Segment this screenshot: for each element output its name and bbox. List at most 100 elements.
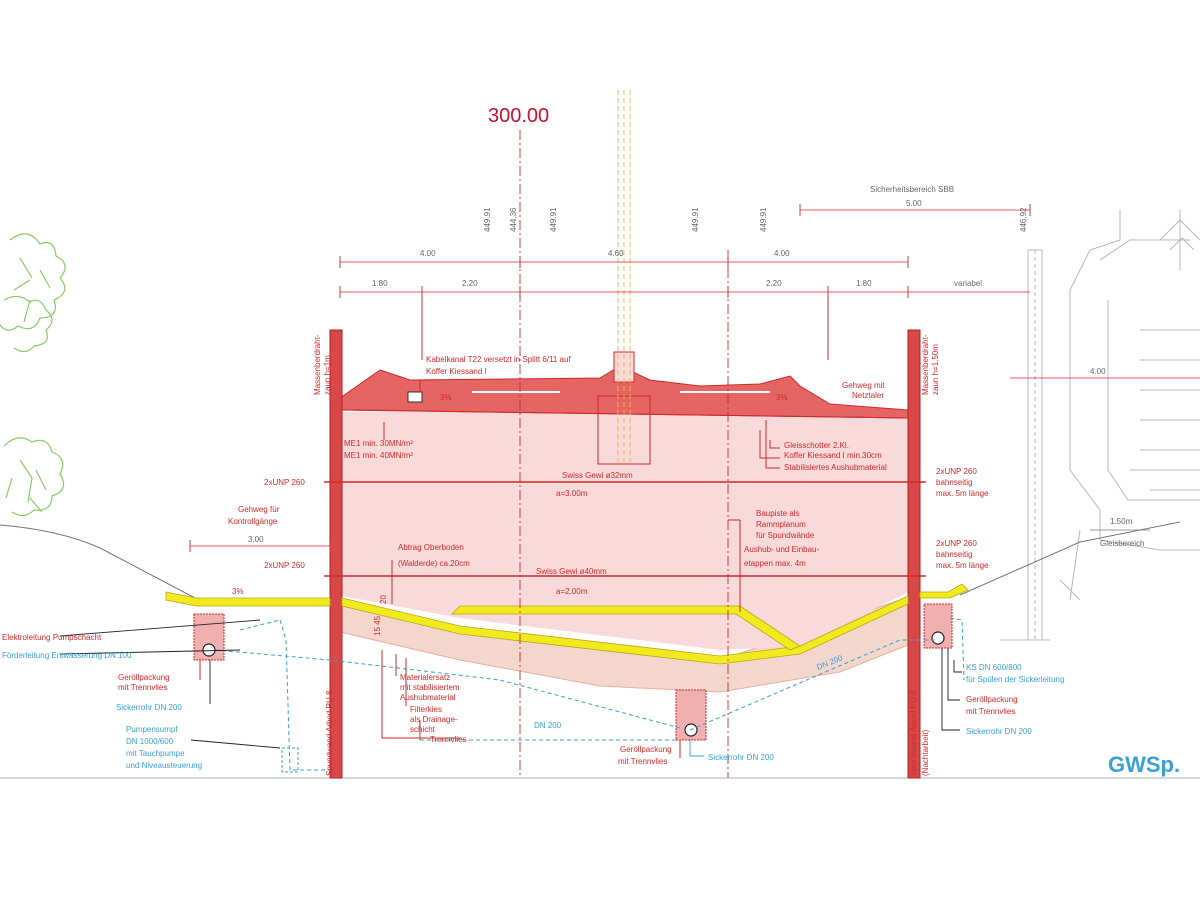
- label-stabilized: Stabilisiertes Aushubmaterial: [784, 463, 887, 472]
- grid-axes: [519, 130, 729, 778]
- sheet-pile-left: [329, 329, 343, 779]
- label-walkway-control: Gehweg für: [238, 505, 280, 514]
- label-fleece: Trennvlies: [430, 735, 467, 744]
- sub-span-2: 2.20: [462, 279, 478, 288]
- label-conveying: Förderleitung Entwässerung DN 100: [2, 651, 132, 660]
- label-slope-top-left: 3%: [440, 393, 452, 402]
- cable-channel-box: [407, 391, 423, 403]
- label-unp-upper-right-2: bahnseitig: [936, 478, 972, 487]
- sub-span-4: 1.80: [856, 279, 872, 288]
- label-filter-2: als Drainage-: [410, 715, 458, 724]
- label-sheet-right-2: (Nachtarbeit): [921, 729, 930, 776]
- label-gewi-upper-spacing: a=3.00m: [556, 489, 588, 498]
- label-unp-upper-left: 2xUNP 260: [264, 478, 305, 487]
- gravel-pack-left: [193, 613, 225, 661]
- drain-pipes: [214, 617, 965, 771]
- label-gleisschotter: Gleisschotter 2.Kl.: [784, 441, 849, 450]
- layer-1545: 15 45: [373, 615, 382, 636]
- label-gravel-right-2: mit Trennvlies: [966, 707, 1015, 716]
- label-sheet-left: Spundwand Arbed PU 8: [325, 690, 334, 776]
- label-unp-lower-right: 2xUNP 260: [936, 539, 977, 548]
- train-outline: [1000, 210, 1200, 641]
- safety-zone-value: 5.00: [906, 199, 922, 208]
- dimension-chains: [189, 204, 1200, 552]
- label-electric: Elektroleitung Pumpschacht: [2, 633, 102, 642]
- sub-span-5: variabel: [954, 279, 982, 288]
- label-gravel-left: Geröllpackung: [118, 673, 170, 682]
- mast-grid-lines: [617, 90, 631, 462]
- label-excavation-2: etappen max. 4m: [744, 559, 806, 568]
- label-gravel-mid-2: mit Trennvlies: [618, 757, 667, 766]
- backfill-zone: [342, 412, 908, 650]
- company-logo: GWSp.: [1108, 752, 1180, 777]
- label-slope-left: 3%: [232, 587, 244, 596]
- label-dn200-a: DN 200: [534, 721, 562, 730]
- label-sheet-right: Spundwand Arbed PU 8: [909, 690, 918, 776]
- label-drain-right: Sickerrohr DN 200: [966, 727, 1032, 736]
- elevation-1: 449.91: [483, 207, 492, 232]
- label-topsoil: Abtrag Oberboden: [398, 543, 464, 552]
- label-fence-left-2: zaun h=1m: [323, 355, 332, 395]
- label-gewi-upper: Swiss Gewi ø32mm: [562, 471, 633, 480]
- label-gravel-left-2: mit Trennvlies: [118, 683, 167, 692]
- label-walkway-control-2: Kontrollgänge: [228, 517, 278, 526]
- label-topsoil-2: (Walderde) ca.20cm: [398, 559, 470, 568]
- label-filter: Filterkies: [410, 705, 442, 714]
- label-slope-top-right: 3%: [776, 393, 788, 402]
- label-material-fill-2: mit stabilisiertem: [400, 683, 460, 692]
- elevation-2: 444.36: [509, 207, 518, 232]
- track-distance: 4.00: [1090, 367, 1106, 376]
- label-baupiste: Baupiste als: [756, 509, 800, 518]
- pump-sump: [281, 747, 299, 773]
- label-fence-right-2: zaun h=1.50m: [931, 344, 940, 395]
- walkway-left-yellow: [165, 591, 331, 607]
- leader-lines: [59, 296, 962, 758]
- elevation-5: 449.91: [759, 207, 768, 232]
- terrain-left-line: [0, 524, 196, 599]
- label-unp-lower-right-3: max. 5m länge: [936, 561, 989, 570]
- label-material-fill: Materialersatz: [400, 673, 450, 682]
- label-drain-left: Sickerrohr DN 200: [116, 703, 182, 712]
- span-3: 4.00: [774, 249, 790, 258]
- walkway-left-width: 3.00: [248, 535, 264, 544]
- label-cable-channel: Kabelkanal T22 versetzt in Splitt 6/11 a…: [426, 355, 571, 364]
- label-unp-upper-right: 2xUNP 260: [936, 467, 977, 476]
- layer-20: 20: [379, 595, 388, 604]
- track-area: Gleisbereich: [1100, 539, 1144, 548]
- label-walkway-net-2: Netztaler: [852, 391, 884, 400]
- label-ks-2: für Spülen der Sickerleitung: [966, 675, 1064, 684]
- track-width: 1.50m: [1110, 517, 1133, 526]
- sheet-pile-right: [907, 329, 921, 779]
- walkway-right-yellow: [919, 583, 969, 599]
- label-me1-b: ME1 min. 40MN/m²: [344, 451, 413, 460]
- elevation-3: 449.91: [549, 207, 558, 232]
- label-gewi-lower-spacing: a=2.00m: [556, 587, 588, 596]
- label-unp-upper-right-3: max. 5m länge: [936, 489, 989, 498]
- elevation-6: 446.92: [1019, 207, 1028, 232]
- label-unp-lower-left: 2xUNP 260: [264, 561, 305, 570]
- label-pump: Pumpensumpf: [126, 725, 178, 734]
- sub-span-3: 2.20: [766, 279, 782, 288]
- label-ks: KS DN 600/800: [966, 663, 1022, 672]
- span-2: 4.60: [608, 249, 624, 258]
- tree-upper-left-icon: [0, 233, 66, 353]
- label-drain-mid: Sickerrohr DN 200: [708, 753, 774, 762]
- label-filter-3: schicht: [410, 725, 436, 734]
- span-1: 4.00: [420, 249, 436, 258]
- label-pump-2: DN 1000/600: [126, 737, 174, 746]
- label-unp-lower-right-2: bahnseitig: [936, 550, 972, 559]
- label-koffer: Koffer Kiessand I min.30cm: [784, 451, 882, 460]
- label-baupiste-3: für Spundwände: [756, 531, 815, 540]
- topsoil-layer-yellow: [341, 595, 909, 665]
- label-baupiste-2: Rammplanum: [756, 520, 806, 529]
- label-gewi-lower: Swiss Gewi ø40mm: [536, 567, 607, 576]
- label-excavation: Aushub- und Einbau-: [744, 545, 820, 554]
- label-fence-left: Massenberdraht-: [313, 334, 322, 395]
- gravel-pack-right: [923, 603, 953, 649]
- label-pump-3: mit Tauchpumpe: [126, 749, 185, 758]
- label-cable-channel-2: Koffer Kiessand I: [426, 367, 487, 376]
- label-material-fill-3: Aushubmaterial: [400, 693, 456, 702]
- label-gravel-right: Geröllpackung: [966, 695, 1018, 704]
- label-fence-right: Massenberdraht-: [921, 334, 930, 395]
- safety-zone-label: Sicherheitsbereich SBB: [870, 185, 954, 194]
